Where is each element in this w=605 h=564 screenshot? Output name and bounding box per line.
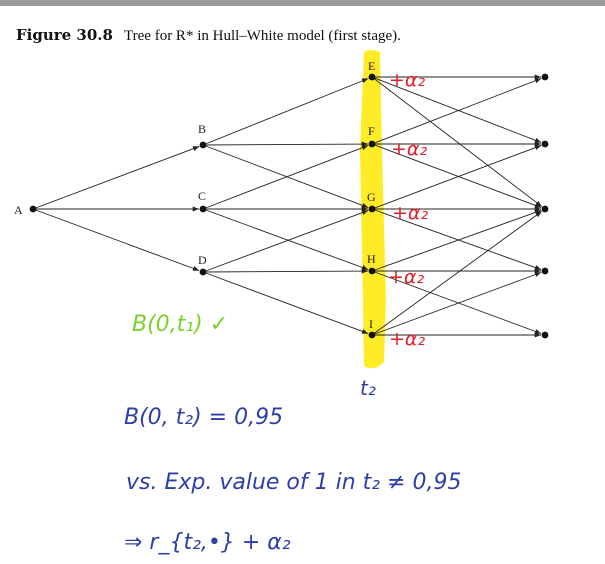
node-d xyxy=(199,268,207,276)
node-c xyxy=(199,205,207,213)
edge-c-h xyxy=(202,208,369,271)
node-t5 xyxy=(541,331,549,339)
node-h xyxy=(368,267,376,275)
node-label-d: D xyxy=(198,253,207,267)
edge-d-g xyxy=(202,209,369,273)
annotation-alpha-e: +α₂ xyxy=(389,69,425,91)
annotation-vs: vs. Exp. value of 1 in t₂ ≠ 0,95 xyxy=(126,470,462,495)
edge-g-t2 xyxy=(371,144,542,210)
node-label-e: E xyxy=(368,59,375,73)
edge-e-t2 xyxy=(371,76,542,143)
edge-h-t3 xyxy=(371,209,542,272)
node-label-f: F xyxy=(368,124,375,138)
edge-i-t4 xyxy=(371,271,542,336)
node-label-i: I xyxy=(369,317,373,331)
top-rule xyxy=(0,0,605,6)
edge-d-i xyxy=(202,271,369,335)
node-g xyxy=(368,205,376,213)
annotation-alpha-i: +α₂ xyxy=(389,328,425,350)
edge-d-h xyxy=(202,268,369,274)
edge-i-t3 xyxy=(371,210,543,336)
annotation-b02: B(0, t₂) = 0,95 xyxy=(124,405,283,430)
node-t4 xyxy=(541,267,549,275)
node-label-a: A xyxy=(14,203,23,217)
node-label-b: B xyxy=(198,122,206,136)
annotation-alpha-h: +α₂ xyxy=(388,266,424,288)
tree-nodes xyxy=(29,73,549,339)
annotation-alpha-f: +α₂ xyxy=(391,138,427,160)
edge-a-d xyxy=(32,208,200,272)
annotation-implies: ⇒ r_{t₂,•} + α₂ xyxy=(124,530,291,555)
node-i xyxy=(368,331,376,339)
edge-c-f xyxy=(202,145,369,210)
edge-b-e xyxy=(202,78,369,146)
node-f xyxy=(368,140,376,148)
node-e xyxy=(368,73,376,81)
node-a xyxy=(29,205,37,213)
annotation-alpha-g: +α₂ xyxy=(392,202,428,224)
node-t3 xyxy=(541,205,549,213)
edge-f-t1 xyxy=(371,78,542,145)
node-t2 xyxy=(541,140,549,148)
figure-number: Figure 30.8 xyxy=(16,26,113,44)
edge-b-f xyxy=(202,141,369,147)
annotation-t2: t₂ xyxy=(360,376,376,400)
figure-title: Tree for R* in Hull–White model (first s… xyxy=(124,28,401,44)
edge-g-t4 xyxy=(371,208,542,271)
tree-edges xyxy=(32,74,543,338)
node-b xyxy=(199,141,207,149)
node-t1 xyxy=(541,73,549,81)
edge-e-t3 xyxy=(371,76,543,207)
node-label-h: H xyxy=(367,252,376,266)
annotation-b01: B(0,t₁) ✓ xyxy=(132,312,228,337)
edge-h-t5 xyxy=(371,270,542,335)
edge-a-b xyxy=(32,145,200,210)
node-label-g: G xyxy=(367,190,376,204)
edge-b-g xyxy=(202,144,369,209)
node-label-c: C xyxy=(198,189,206,203)
edge-f-t3 xyxy=(371,143,542,209)
